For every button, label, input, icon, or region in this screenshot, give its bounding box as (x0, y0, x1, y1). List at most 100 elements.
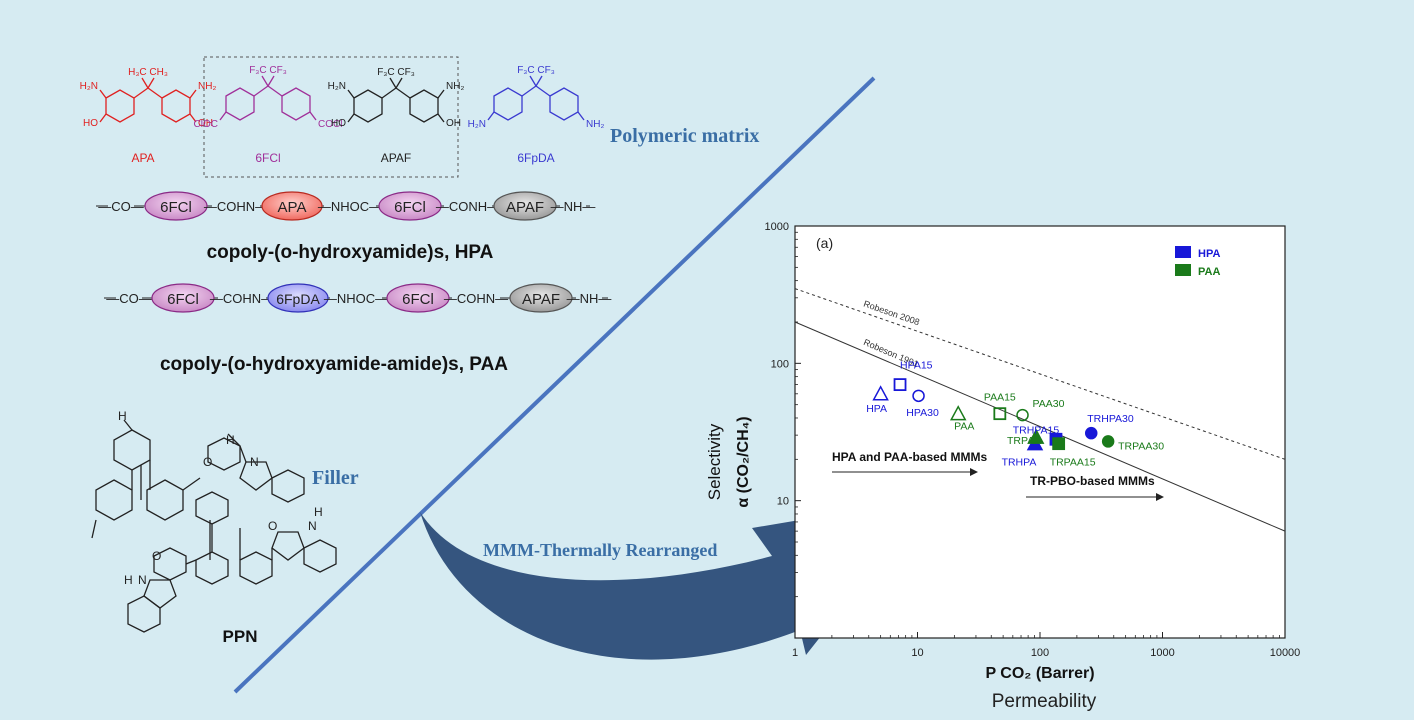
point-trhpa-label: TRHPA (1002, 457, 1037, 469)
point-paa15 (993, 407, 1007, 421)
annotation-arrow-1-head (970, 468, 978, 476)
ppn-atom-4: N (250, 455, 259, 469)
hpa-unit-1 (144, 191, 208, 221)
polymeric-matrix-title: Polymeric matrix (610, 125, 759, 147)
permeability-label: Permeability (992, 691, 1097, 712)
ppn-atom-10: H (124, 573, 133, 587)
legend-swatch-hpa (1175, 246, 1191, 258)
dashed-box (203, 56, 459, 178)
paa-unit-2-label: 6FpDA (276, 291, 320, 307)
x-tick-label-2: 100 (1031, 647, 1049, 659)
6fpda-bottom-right: NH₂ (586, 119, 604, 130)
upper-bound-line-1 (794, 321, 1286, 532)
paa-unit-4 (509, 283, 573, 313)
point-hpa (872, 385, 889, 401)
paa-link-3: —NHOC— (324, 291, 388, 306)
apaf-name: APAF (381, 151, 411, 165)
point-hpa15-label: HPA15 (900, 360, 933, 372)
6fpda-bottom-left: H₂N (468, 119, 486, 130)
ppn-atom-6: N (308, 519, 317, 533)
point-hpa15 (893, 378, 907, 392)
point-paa30-label: PAA30 (1033, 398, 1065, 410)
x-tick-label-0: 1 (792, 647, 798, 659)
y-tick-label-3: 1000 (765, 221, 789, 233)
point-trpaa15 (1052, 437, 1066, 451)
ppn-atom-2: H (226, 433, 235, 447)
annotation-hpa-paa: HPA and PAA-based MMMs (832, 450, 987, 464)
apaf-bottom-left: HO (331, 118, 346, 129)
monomer-apa: H₃C CH₃ H₂N NH₂ HO OH APA (80, 67, 217, 165)
legend-swatch-paa (1175, 264, 1191, 276)
monomer-apaf: F₃C CF₃ H₂N NH₂ HO OH APAF (328, 67, 465, 165)
hpa-unit-3 (378, 191, 442, 221)
point-trpaa30 (1101, 435, 1115, 448)
legend-label-paa: PAA (1198, 266, 1220, 278)
apaf-top: F₃C CF₃ (377, 67, 415, 78)
hpa-unit-1-label: 6FCl (160, 199, 192, 216)
chart-frame (794, 225, 1286, 639)
point-hpa-label: HPA (866, 403, 887, 415)
annotation-arrow-2-head (1156, 493, 1164, 501)
x-tick-label-4: 10000 (1270, 647, 1301, 659)
paa-link-4: —COHN— (444, 291, 508, 306)
point-trhpa30-label: TRHPA30 (1087, 413, 1134, 425)
paa-unit-3 (386, 283, 450, 313)
hpa-link-1: —CO— (98, 199, 144, 214)
point-trpaa (1027, 428, 1045, 444)
hpa-link-5: —NH— (551, 199, 596, 214)
point-trpaa30-label: TRPAA30 (1118, 440, 1164, 452)
ppn-atom-5: O (268, 519, 277, 533)
ppn-atom-8: O (152, 549, 161, 563)
hpa-unit-2 (261, 191, 323, 221)
hpa-link-2: —COHN— (204, 199, 268, 214)
6fcl-name: 6FCl (255, 151, 280, 165)
upper-bound-line-0 (794, 288, 1286, 460)
legend-label-hpa: HPA (1198, 248, 1220, 260)
paa-unit-2 (267, 283, 329, 313)
point-trpaa15-label: TRPAA15 (1050, 457, 1096, 469)
x-tick-label-3: 1000 (1150, 647, 1174, 659)
6fcl-bottom-left: ClOC (194, 119, 218, 130)
point-hpa30 (912, 389, 925, 403)
apa-bottom-left: HO (83, 118, 98, 129)
6fpda-name: 6FpDA (517, 151, 554, 165)
hpa-unit-4-label: APAF (506, 199, 544, 216)
divider-line (233, 76, 876, 694)
y-tick-label-1: 10 (777, 496, 789, 508)
point-paa (949, 405, 967, 421)
apaf-right: NH₂ (446, 81, 464, 92)
apa-left: H₂N (80, 81, 98, 92)
ppn-label: PPN (223, 627, 258, 646)
apa-bottom-right: OH (198, 118, 213, 129)
6fpda-top: F₃C CF₃ (517, 65, 555, 76)
paa-unit-4-label: APAF (522, 291, 560, 308)
chart-xlabel: P CO₂ (Barrer) (985, 665, 1094, 682)
point-trhpa30 (1084, 426, 1098, 440)
paa-unit-1-label: 6FCl (167, 291, 199, 308)
ppn-atom-7: H (314, 505, 323, 519)
apa-name: APA (131, 151, 154, 165)
filler-title: Filler (312, 467, 359, 489)
point-paa-label: PAA (954, 421, 974, 433)
chart-ylabel-2: α (CO₂/CH₄) (735, 416, 752, 507)
apa-top: H₃C CH₃ (128, 67, 168, 78)
paa-caption: copoly-(o-hydroxyamide-amide)s, PAA (160, 354, 508, 375)
ppn-atom-3: O (203, 455, 212, 469)
point-hpa30-label: HPA30 (906, 407, 939, 419)
paa-unit-1 (151, 283, 215, 313)
hpa-unit-3-label: 6FCl (394, 199, 426, 216)
chain-hpa: —CO— 6FCl —COHN— APA —NHOC— 6FCl —CONH— … (96, 191, 596, 221)
hpa-unit-2-label: APA (278, 199, 307, 216)
paa-unit-3-label: 6FCl (402, 291, 434, 308)
6fcl-bottom-right: COCl (318, 119, 342, 130)
point-paa15-label: PAA15 (984, 392, 1016, 404)
paa-link-2: —COHN— (210, 291, 274, 306)
hpa-unit-4 (493, 191, 557, 221)
mmm-label: MMM-Thermally Rearranged (483, 540, 717, 560)
y-tick-label-2: 100 (771, 358, 789, 370)
hpa-link-3: —NHOC— (318, 199, 382, 214)
ppn-atom-9: N (138, 573, 147, 587)
monomer-6fcl: F₃C CF₃ ClOC COCl 6FCl (194, 65, 343, 165)
